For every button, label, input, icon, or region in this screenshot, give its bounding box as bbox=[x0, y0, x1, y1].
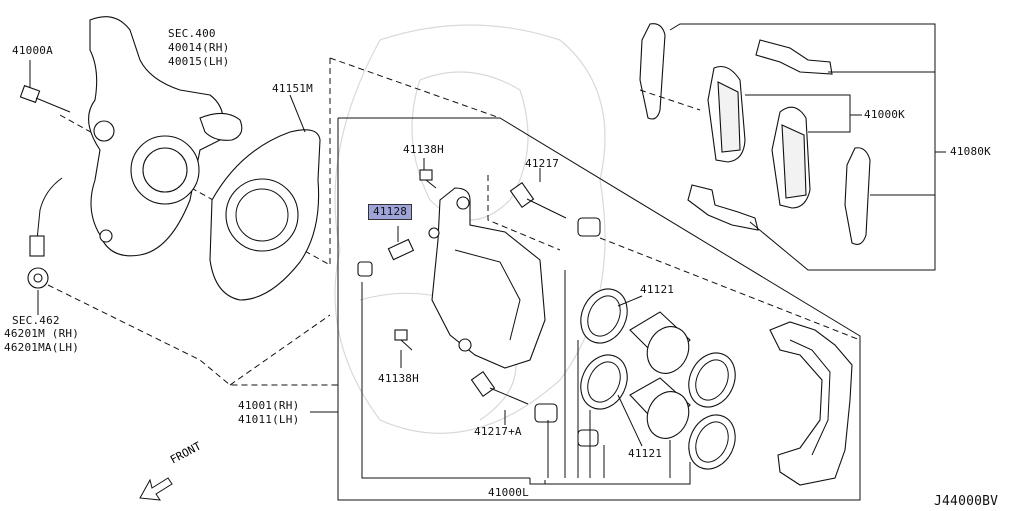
label-46201ma: 46201MA(LH) bbox=[4, 341, 80, 354]
bleeder-screw-41128 bbox=[357, 226, 440, 277]
guide-pin-41217a bbox=[470, 371, 599, 447]
guide-pin-41217 bbox=[487, 168, 601, 251]
label-41000k: 41000K bbox=[864, 108, 905, 121]
brake-hose bbox=[27, 177, 63, 315]
label-40015: 40015(LH) bbox=[168, 55, 230, 68]
label-41011: 41011(LH) bbox=[238, 413, 300, 426]
label-41121-bottom: 41121 bbox=[628, 447, 663, 460]
front-arrow-icon bbox=[139, 477, 173, 501]
label-40014: 40014(RH) bbox=[168, 41, 230, 54]
caliper-body bbox=[431, 187, 546, 369]
label-41121-top: 41121 bbox=[640, 283, 675, 296]
label-41217a: 41217+A bbox=[474, 425, 522, 438]
label-41000l: 41000L bbox=[488, 486, 529, 499]
label-41217: 41217 bbox=[525, 157, 560, 170]
label-41138h-top: 41138H bbox=[403, 143, 444, 156]
caliper-assembly-frame bbox=[337, 117, 861, 501]
label-sec-462: SEC.462 bbox=[12, 314, 60, 327]
diagram-code: J44000BV bbox=[934, 494, 999, 509]
bolt-41138h-bottom bbox=[394, 329, 413, 368]
label-41151m: 41151M bbox=[272, 82, 313, 95]
label-46201m: 46201M (RH) bbox=[4, 327, 80, 340]
abutment-clips bbox=[687, 39, 833, 231]
label-41001: 41001(RH) bbox=[238, 399, 300, 412]
label-sec-400: SEC.400 bbox=[168, 27, 216, 40]
brake-pads-41000k bbox=[707, 65, 811, 209]
piston-seals-41121 bbox=[580, 288, 736, 470]
bolt-41138h-top bbox=[419, 158, 437, 189]
label-41128-highlight[interactable]: 41128 bbox=[368, 204, 413, 220]
pad-shims bbox=[639, 23, 871, 245]
label-41138h-bottom: 41138H bbox=[378, 372, 419, 385]
label-41080k: 41080K bbox=[950, 145, 991, 158]
steering-knuckle bbox=[88, 16, 243, 257]
caliper-bracket bbox=[769, 321, 853, 486]
label-41000a: 41000A bbox=[12, 44, 53, 57]
dust-shield-41151m bbox=[209, 94, 321, 301]
bolt-41000a bbox=[19, 60, 71, 113]
